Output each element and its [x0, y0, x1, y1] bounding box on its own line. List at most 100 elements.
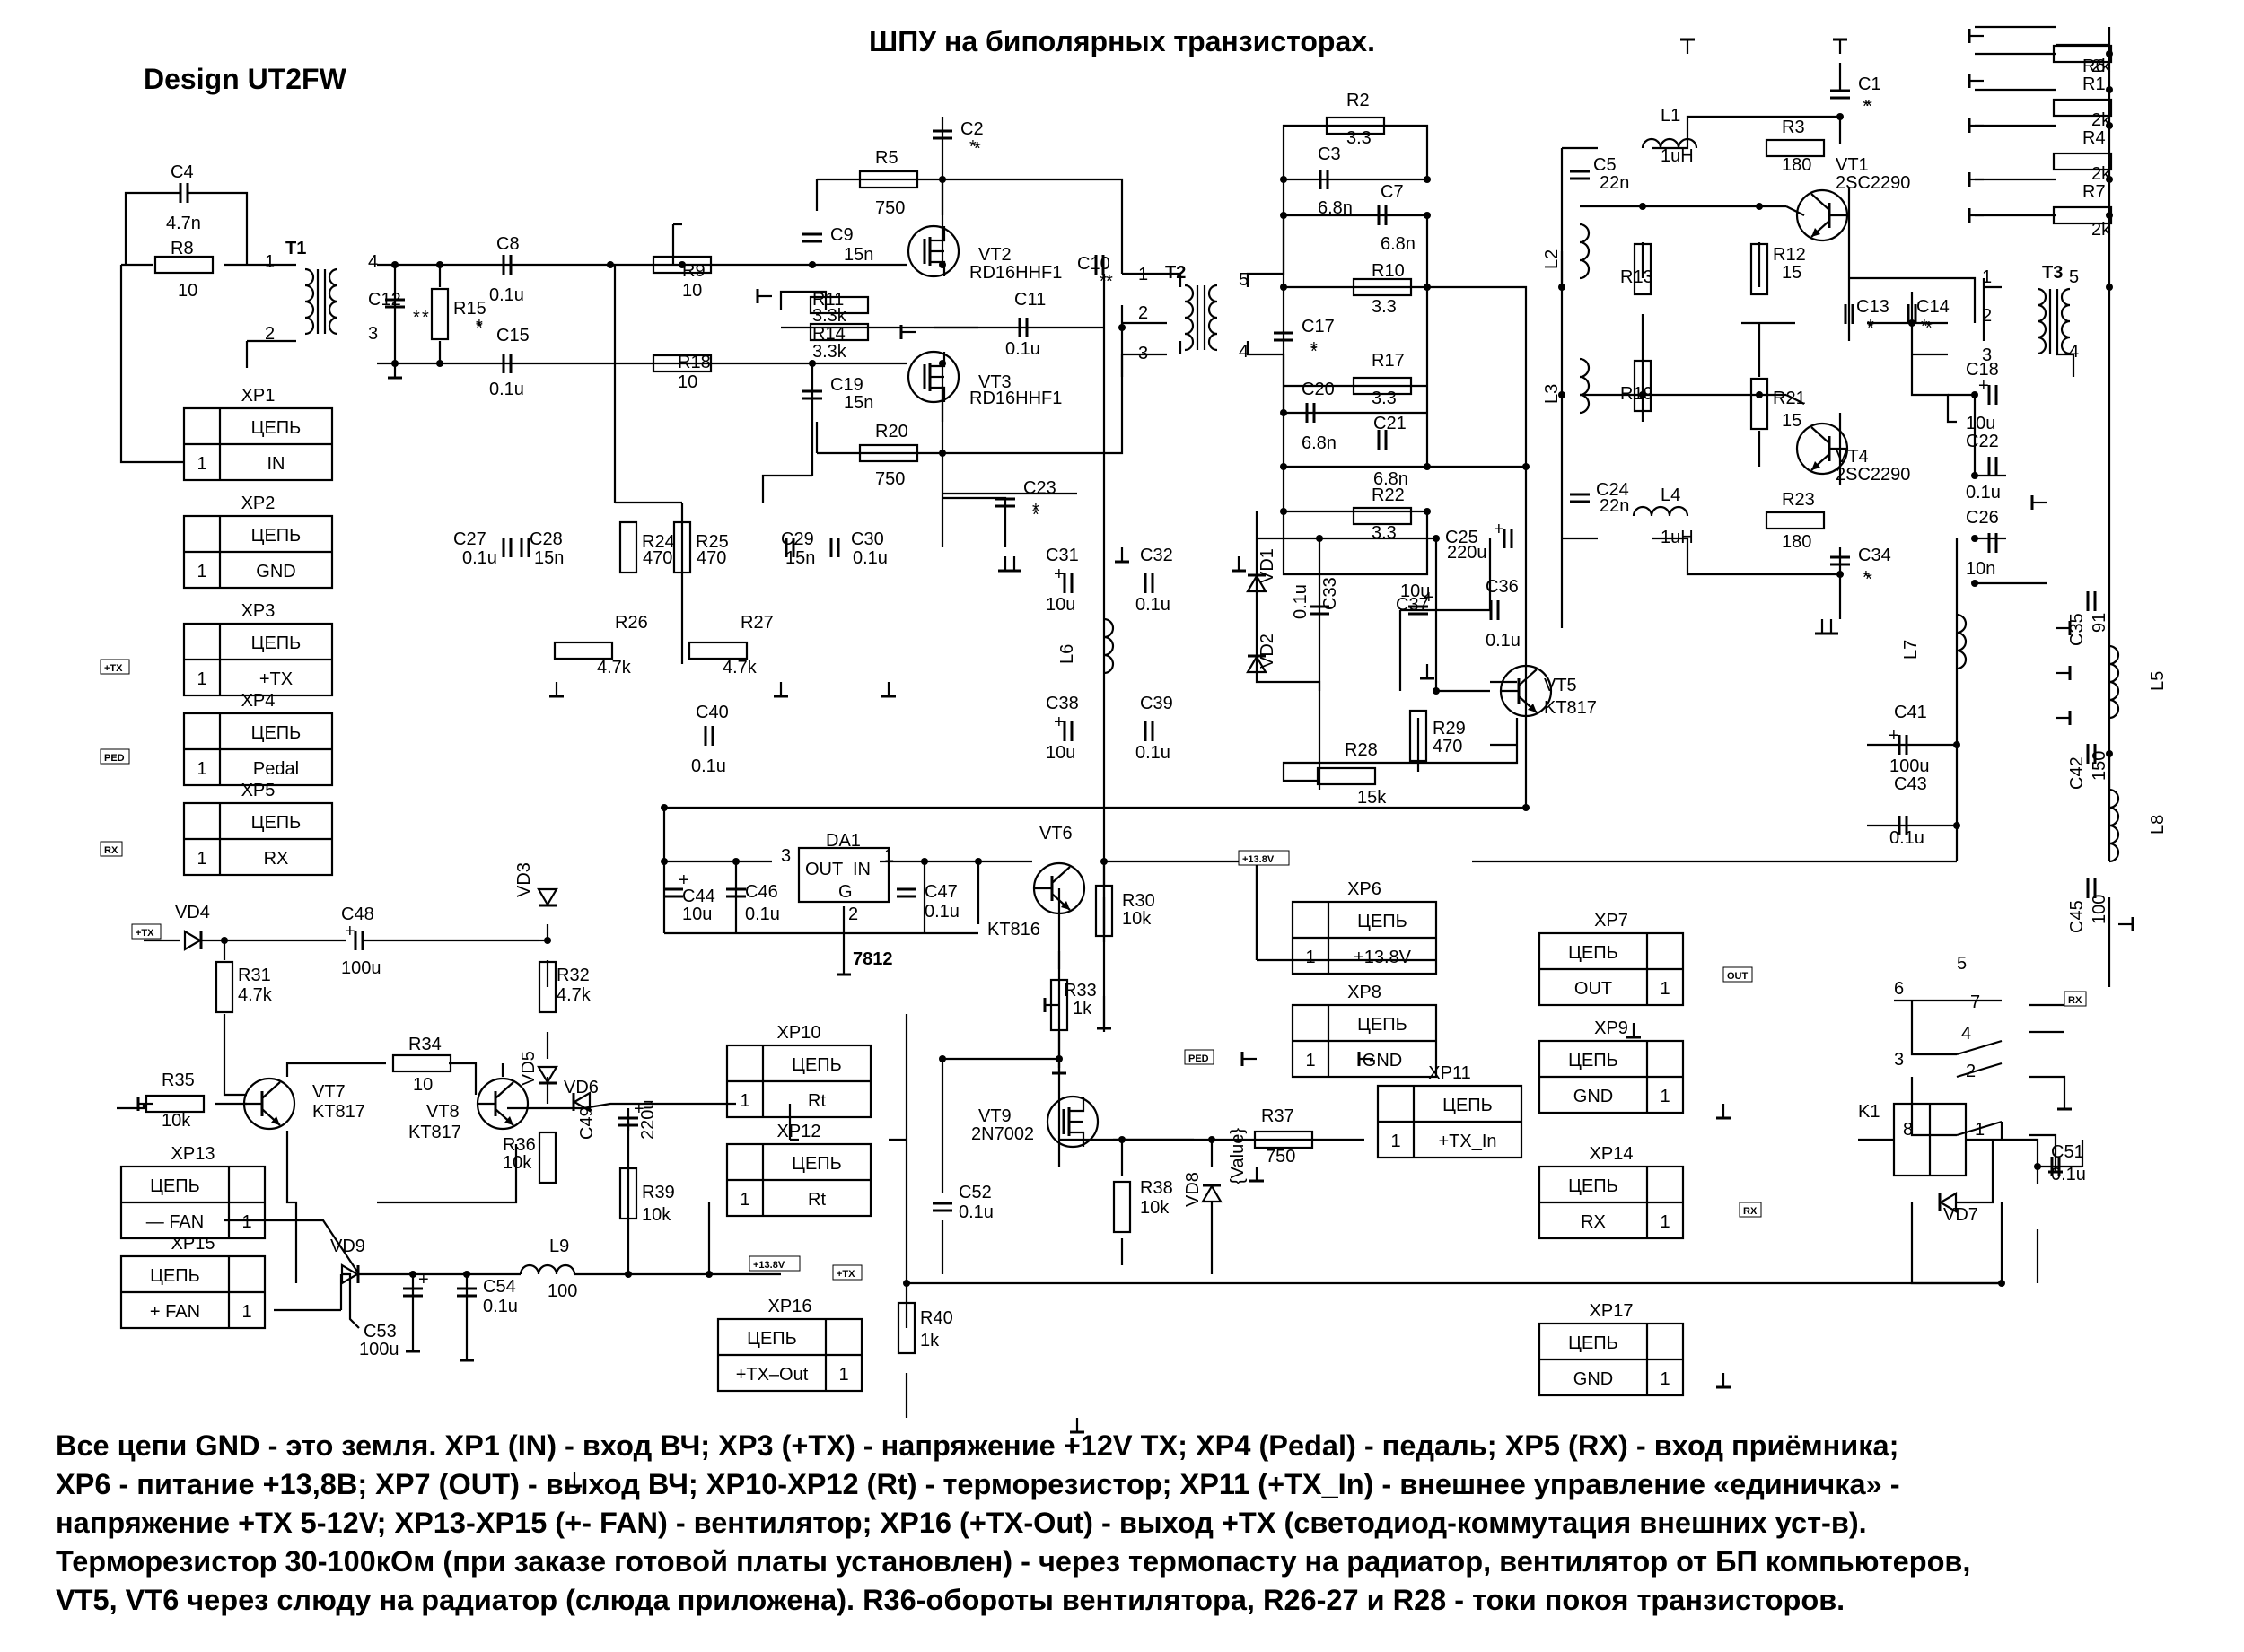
resistor-value: 2k [2091, 57, 2111, 76]
capacitor-c20 [1305, 403, 1316, 423]
capacitor-value: 100u [359, 1340, 399, 1359]
resistor-value: 180 [1782, 155, 1811, 175]
polarity-mark: + [1054, 712, 1065, 732]
capacitor-c30 [829, 538, 840, 557]
note-line: VT5, VT6 через слюду на радиатор (слюда … [56, 1584, 1845, 1616]
capacitor-value: 100u [341, 958, 381, 978]
net-tag-text: PED [104, 753, 125, 764]
capacitor-ref: C23 [1023, 478, 1056, 498]
resistor-ref: R31 [238, 966, 271, 985]
transistor-ref: VT5 [1544, 676, 1577, 695]
inductor-l5 [2108, 644, 2120, 720]
capacitor-ref: C42 [2067, 756, 2087, 790]
capacitor-ref: C39 [1140, 694, 1173, 713]
resistor-ref: R30 [1122, 891, 1155, 911]
capacitor-c54 [457, 1287, 477, 1298]
capacitor-c36 [1489, 600, 1500, 620]
inductor-ref: L9 [549, 1237, 569, 1256]
resistor-value: 10k [1140, 1198, 1170, 1218]
connector-pin: 1 [197, 849, 206, 869]
inductor-l1 [1641, 137, 1698, 149]
capacitor-value: * [1921, 317, 1928, 337]
net-tag: RX [1739, 1202, 1762, 1218]
resistor-r4 [2052, 152, 2113, 171]
connector-header: ЦЕПЬ [251, 526, 302, 546]
capacitor-ref: C33 [1320, 577, 1340, 610]
capacitor-value: 10u [1966, 414, 1995, 433]
capacitor-c10 [1094, 255, 1105, 275]
connector-xp1 [182, 406, 334, 482]
capacitor-value: * [969, 137, 977, 157]
capacitor-value: 10n [1966, 559, 1995, 579]
capacitor-value: 6.8n [1302, 433, 1337, 453]
wires [117, 25, 2134, 1488]
resistor-ref: R24 [642, 532, 675, 552]
connector-net: +13.8V [1354, 948, 1412, 967]
resistor-ref: R11 [812, 290, 844, 310]
capacitor-ref: C54 [483, 1277, 516, 1297]
capacitor-c35 [2086, 591, 2097, 611]
capacitor-ref: C13 [1856, 297, 1889, 317]
capacitor-ref: C41 [1894, 703, 1927, 722]
resistor-r12 [1749, 242, 1769, 296]
capacitor-value: 0.1u [1291, 584, 1310, 619]
connector-xp6 [1291, 900, 1438, 975]
transistor-part: RD16HHF1 [969, 263, 1062, 283]
capacitor-c2 [933, 129, 952, 140]
capacitor-c29 [785, 538, 795, 557]
resistor-r23 [1765, 511, 1826, 530]
capacitor-ref: C11 [1014, 290, 1046, 310]
polarity-mark: + [1054, 564, 1065, 584]
regulator-pin: G [838, 882, 853, 902]
capacitor-c43 [1898, 816, 1908, 835]
resistor-ref: R29 [1433, 719, 1466, 739]
resistor-r5 [858, 170, 919, 189]
connector-header: ЦЕПЬ [150, 1176, 200, 1196]
selection-mark: * [1032, 505, 1039, 525]
capacitor-ref: C15 [496, 326, 530, 345]
connector-xp12 [725, 1142, 872, 1218]
resistor-value: 2k [2091, 164, 2111, 184]
connector-xp5 [182, 801, 334, 877]
resistor-ref: R19 [1620, 384, 1653, 404]
mosfet-vt9 [1046, 1095, 1100, 1149]
capacitor-value: 6.8n [1381, 234, 1416, 254]
connector-ref: XP2 [241, 494, 276, 513]
capacitor-ref: C2 [960, 119, 984, 139]
capacitor-value: 0.1u [1135, 595, 1170, 615]
capacitor-ref: C24 [1596, 480, 1629, 500]
resistor-ref: R25 [696, 532, 729, 552]
resistor-ref: R37 [1261, 1106, 1294, 1126]
resistor-value: 3.3 [1372, 297, 1397, 317]
inductor-ref: L3 [1542, 384, 1562, 404]
diode-vd6 [572, 1091, 592, 1113]
capacitor-c34 [1830, 555, 1850, 566]
connector-pin: 1 [740, 1190, 749, 1210]
resistor-value: 10 [678, 372, 697, 392]
capacitor-ref: C40 [696, 703, 729, 722]
transformer-ref: T2 [1165, 263, 1186, 283]
capacitor-ref: C30 [851, 529, 884, 549]
resistor-r1 [2052, 98, 2113, 118]
connector-net: IN [267, 454, 285, 474]
capacitor-ref: C51 [2051, 1142, 2084, 1162]
capacitor-value: 0.1u [1889, 828, 1924, 848]
polarity-mark: + [679, 870, 689, 890]
inductor-ref: L4 [1661, 485, 1680, 505]
resistor-r18 [652, 354, 713, 373]
transformer-t1 [304, 267, 338, 336]
resistor-r37 [1253, 1130, 1314, 1149]
capacitor-c19 [802, 389, 822, 400]
resistor-value: * [476, 317, 483, 337]
capacitor-value: * [1867, 317, 1874, 337]
resistor-r34 [391, 1053, 452, 1073]
capacitor-ref: C17 [1302, 317, 1335, 337]
capacitor-c17 [1274, 331, 1293, 342]
transformer-pin: 4 [2069, 342, 2079, 362]
capacitor-ref: C9 [830, 225, 854, 245]
capacitor-value: 15n [844, 245, 873, 265]
capacitor-ref: C27 [453, 529, 486, 549]
capacitor-c39 [1144, 721, 1154, 741]
connector-pin: 1 [197, 759, 206, 779]
